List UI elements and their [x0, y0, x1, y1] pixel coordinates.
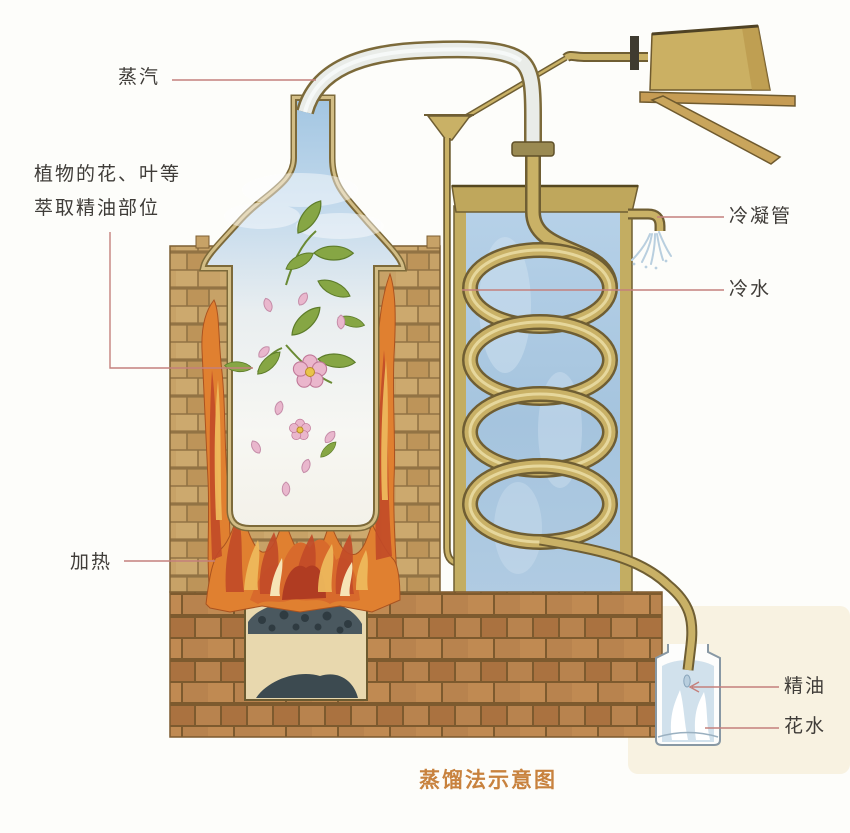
- vapor-clouds: [224, 173, 384, 239]
- oil-droplet: [683, 674, 691, 688]
- diagram-title: 蒸馏法示意图: [419, 768, 557, 792]
- ash-mound: [256, 674, 358, 698]
- collection-bottle: [655, 644, 721, 746]
- steam-pipe: [296, 40, 555, 157]
- label-plant-material-line2: 萃取精油部位: [34, 198, 161, 219]
- support-plank: [650, 95, 782, 165]
- support-board: [639, 91, 796, 107]
- pipe-collar: [511, 141, 555, 157]
- funnel: [426, 115, 472, 141]
- label-heating: 加热: [70, 552, 113, 573]
- tank-left-wall: [453, 205, 469, 597]
- label-condenser-tube: 冷凝管: [729, 206, 793, 227]
- water-spray: [631, 231, 672, 265]
- label-cold-water: 冷水: [729, 279, 772, 300]
- water-supply-assembly: [562, 24, 796, 165]
- leader-plant-material: [109, 232, 253, 369]
- label-steam: 蒸汽: [118, 67, 161, 88]
- still-flask: [198, 94, 408, 532]
- leader-essential-oil: [688, 681, 779, 693]
- overflow-spout: [628, 208, 672, 270]
- furnace-base: [169, 591, 663, 738]
- pipe-valve: [630, 36, 639, 70]
- tank-rim: [451, 185, 639, 213]
- condenser-coil: [462, 150, 618, 550]
- tank-right-wall: [617, 205, 633, 597]
- blossom: [289, 354, 328, 441]
- label-plant-material-line1: 植物的花、叶等: [34, 164, 182, 185]
- collection-area: [539, 534, 721, 746]
- leader-lines: [109, 79, 779, 729]
- label-floral-water: 花水: [784, 716, 827, 737]
- fire-chamber: [244, 597, 368, 701]
- label-essential-oil: 精油: [784, 676, 827, 697]
- plant-material: [223, 198, 366, 497]
